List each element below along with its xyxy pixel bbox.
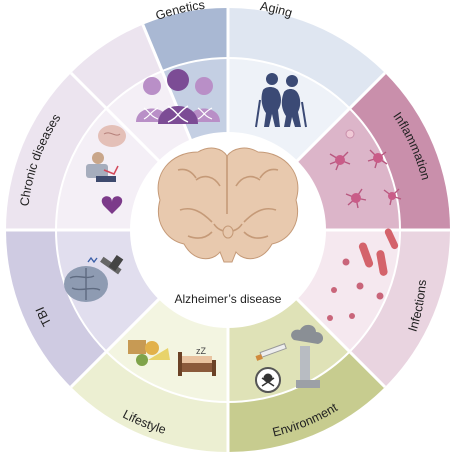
svg-text:zZ: zZ <box>196 346 207 356</box>
elderly-couple-icon <box>255 73 307 128</box>
brain-injury-icon <box>64 254 124 302</box>
pathogens-icon <box>327 228 399 321</box>
diet-sleep-icon: zZ <box>128 340 216 376</box>
brain-coronal-icon <box>157 147 299 263</box>
center-label: Alzheimer’s disease <box>175 292 282 306</box>
chronic-illness-icon <box>86 125 126 214</box>
inner-band-border <box>55 57 401 403</box>
pollution-icon <box>255 324 324 393</box>
dna-family-icon <box>136 69 220 124</box>
microglia-cells-icon <box>329 129 402 209</box>
